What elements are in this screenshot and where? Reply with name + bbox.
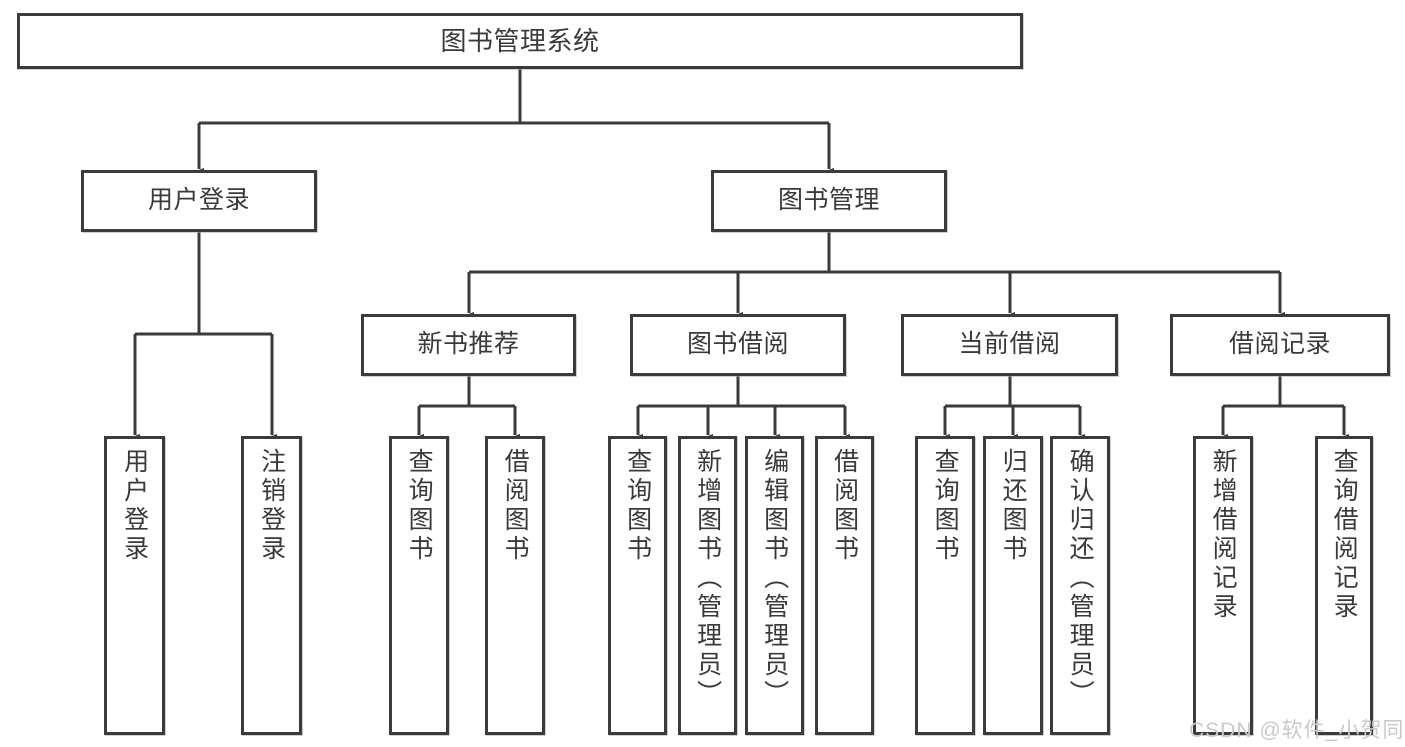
node-leaf-login-1[interactable]: 注销登录 xyxy=(241,436,302,735)
node-leaf-new-0[interactable]: 查询图书 xyxy=(389,436,449,735)
watermark-text: CSDN @软件_小贺同学 xyxy=(1189,719,1405,742)
node-label: 新书推荐 xyxy=(417,330,520,359)
node-l2-0[interactable]: 新书推荐 xyxy=(361,314,576,376)
node-label: 图书管理系统 xyxy=(440,25,600,56)
node-label: 查询图书 xyxy=(623,448,652,564)
node-label: 借阅图书 xyxy=(501,448,530,564)
node-leaf-rec-1[interactable]: 查询借阅记录 xyxy=(1315,436,1373,735)
node-label: 用户登录 xyxy=(120,448,149,564)
node-l2-3[interactable]: 借阅记录 xyxy=(1170,314,1390,376)
node-leaf-borrow-0[interactable]: 查询图书 xyxy=(608,436,667,735)
node-label: 确认归还（管理员） xyxy=(1066,448,1095,709)
node-root[interactable]: 图书管理系统 xyxy=(17,13,1023,69)
node-leaf-rec-0[interactable]: 新增借阅记录 xyxy=(1193,436,1253,735)
node-leaf-cur-2[interactable]: 确认归还（管理员） xyxy=(1050,436,1110,735)
node-l1-1[interactable]: 图书管理 xyxy=(711,170,947,232)
node-label: 当前借阅 xyxy=(958,330,1061,359)
node-label: 图书管理 xyxy=(777,186,880,215)
node-leaf-login-0[interactable]: 用户登录 xyxy=(104,436,165,735)
node-label: 用户登录 xyxy=(147,186,250,215)
node-label: 图书借阅 xyxy=(686,330,789,359)
node-label: 借阅记录 xyxy=(1228,330,1331,359)
node-label: 查询图书 xyxy=(405,448,434,564)
node-leaf-cur-0[interactable]: 查询图书 xyxy=(915,436,975,735)
node-label: 新增图书（管理员） xyxy=(693,448,722,709)
node-leaf-borrow-2[interactable]: 编辑图书（管理员） xyxy=(745,436,804,735)
node-l2-1[interactable]: 图书借阅 xyxy=(630,314,846,376)
node-leaf-new-1[interactable]: 借阅图书 xyxy=(485,436,545,735)
node-label: 借阅图书 xyxy=(830,448,859,564)
node-label: 查询图书 xyxy=(931,448,960,564)
node-leaf-borrow-1[interactable]: 新增图书（管理员） xyxy=(678,436,737,735)
node-leaf-cur-1[interactable]: 归还图书 xyxy=(983,436,1043,735)
node-l1-0[interactable]: 用户登录 xyxy=(81,170,317,232)
node-label: 编辑图书（管理员） xyxy=(760,448,789,709)
node-label: 注销登录 xyxy=(257,448,286,564)
node-label: 归还图书 xyxy=(999,448,1028,564)
node-leaf-borrow-3[interactable]: 借阅图书 xyxy=(815,436,874,735)
node-label: 查询借阅记录 xyxy=(1330,448,1359,622)
node-label: 新增借阅记录 xyxy=(1209,448,1238,622)
node-l2-2[interactable]: 当前借阅 xyxy=(901,314,1118,376)
